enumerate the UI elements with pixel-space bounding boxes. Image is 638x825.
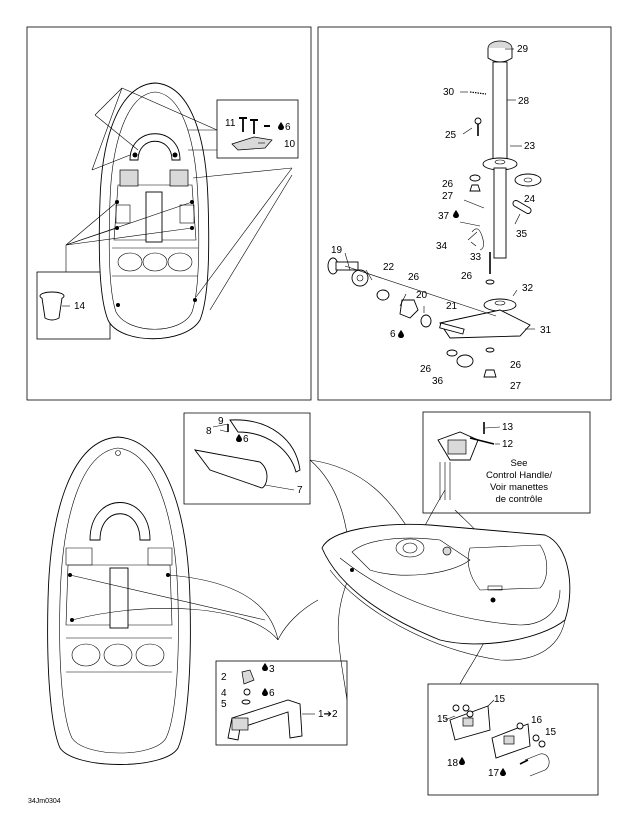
label-leaders [62, 48, 535, 330]
lubricant-drop-icon [398, 330, 404, 338]
bracket-parts [444, 699, 550, 777]
callout-32: 32 [522, 283, 534, 294]
callout-23: 23 [524, 141, 536, 152]
callout-5: 5 [221, 699, 227, 710]
callout-15: 15 [545, 727, 557, 738]
callout-22: 22 [383, 262, 395, 273]
callout-18: 18 [447, 758, 459, 769]
boat-top-view-lower [47, 436, 191, 765]
callout-2: 2 [221, 672, 227, 683]
see-note: See Control Handle/ Voir manettes de con… [486, 458, 552, 505]
callout-21: 21 [446, 301, 458, 312]
callout-9: 9 [218, 416, 224, 427]
see-note-line-3: Voir manettes [490, 482, 548, 493]
callout-6: 6 [243, 434, 249, 445]
upper-leader-lines [65, 87, 293, 311]
lubricant-drop-icon [500, 768, 506, 776]
callout-7: 7 [297, 485, 303, 496]
callout-8: 8 [206, 426, 212, 437]
bracket-detail-box [427, 683, 599, 796]
figure-code: 34Jm0304 [28, 798, 61, 805]
lubricant-drop-icon [459, 757, 465, 765]
lubricant-drop-icon [236, 434, 242, 442]
steering-column-panel [317, 26, 612, 401]
lubricant-drop-icon [453, 210, 459, 218]
callout-27: 27 [510, 381, 522, 392]
callout-4: 4 [221, 688, 227, 699]
callout-37: 37 [438, 211, 450, 222]
handle-part [227, 669, 315, 741]
callout-26: 26 [442, 179, 454, 190]
see-note-line-4: de contrôle [495, 494, 542, 505]
callout-29: 29 [517, 44, 529, 55]
steering-column [439, 40, 542, 378]
control-handle-part [437, 422, 501, 500]
grab-rail-detail-box [183, 412, 311, 505]
callout-33: 33 [470, 252, 482, 263]
callout-12: 12 [502, 439, 514, 450]
cup-holder-part [39, 291, 65, 321]
lubricant-drop-icon [262, 688, 268, 696]
callout-27: 27 [442, 191, 454, 202]
callout-28: 28 [518, 96, 530, 107]
callout-24: 24 [524, 194, 536, 205]
callout-13: 13 [502, 422, 514, 433]
grab-rail-part [193, 419, 301, 491]
callout-17: 17 [488, 768, 500, 779]
callout-36: 36 [432, 376, 444, 387]
callout-11: 11 [225, 118, 236, 129]
cleat-parts [231, 117, 273, 151]
cleat-detail-box [216, 99, 299, 159]
callout-15: 15 [437, 714, 449, 725]
steering-bolt-assembly [327, 257, 497, 328]
callout-26: 26 [510, 360, 522, 371]
handle-detail-box [215, 660, 348, 746]
callout-26: 26 [420, 364, 432, 375]
control-handle-detail-box [422, 411, 591, 514]
callout-30: 30 [443, 87, 455, 98]
see-note-line-2: Control Handle/ [486, 470, 552, 481]
callout-labels: 29 30 28 25 23 26 27 24 37 35 34 19 22 2… [74, 44, 557, 779]
callout-31: 31 [540, 325, 552, 336]
callout-10: 10 [284, 139, 296, 150]
callout-20: 20 [416, 290, 428, 301]
boat-top-view-upper [98, 82, 210, 340]
callout-34: 34 [436, 241, 448, 252]
callout-25: 25 [445, 130, 457, 141]
top-left-panel [26, 26, 312, 401]
callout-14: 14 [74, 301, 86, 312]
lubricant-drop-icon [262, 663, 268, 671]
callout-35: 35 [516, 229, 528, 240]
callout-26: 26 [461, 271, 473, 282]
boat-3d-view [321, 523, 571, 661]
callout-6: 6 [285, 122, 291, 133]
callout-26: 26 [408, 272, 420, 283]
callout-16: 16 [531, 715, 543, 726]
see-note-line-1: See [511, 458, 528, 469]
callout-3: 3 [269, 664, 275, 675]
callout-15: 15 [494, 694, 506, 705]
callout-19: 19 [331, 245, 343, 256]
callout-6: 6 [269, 688, 275, 699]
callout-1-to-2: 1➔2 [318, 709, 338, 720]
lubricant-drop-icon [278, 122, 284, 130]
callout-6: 6 [390, 329, 396, 340]
